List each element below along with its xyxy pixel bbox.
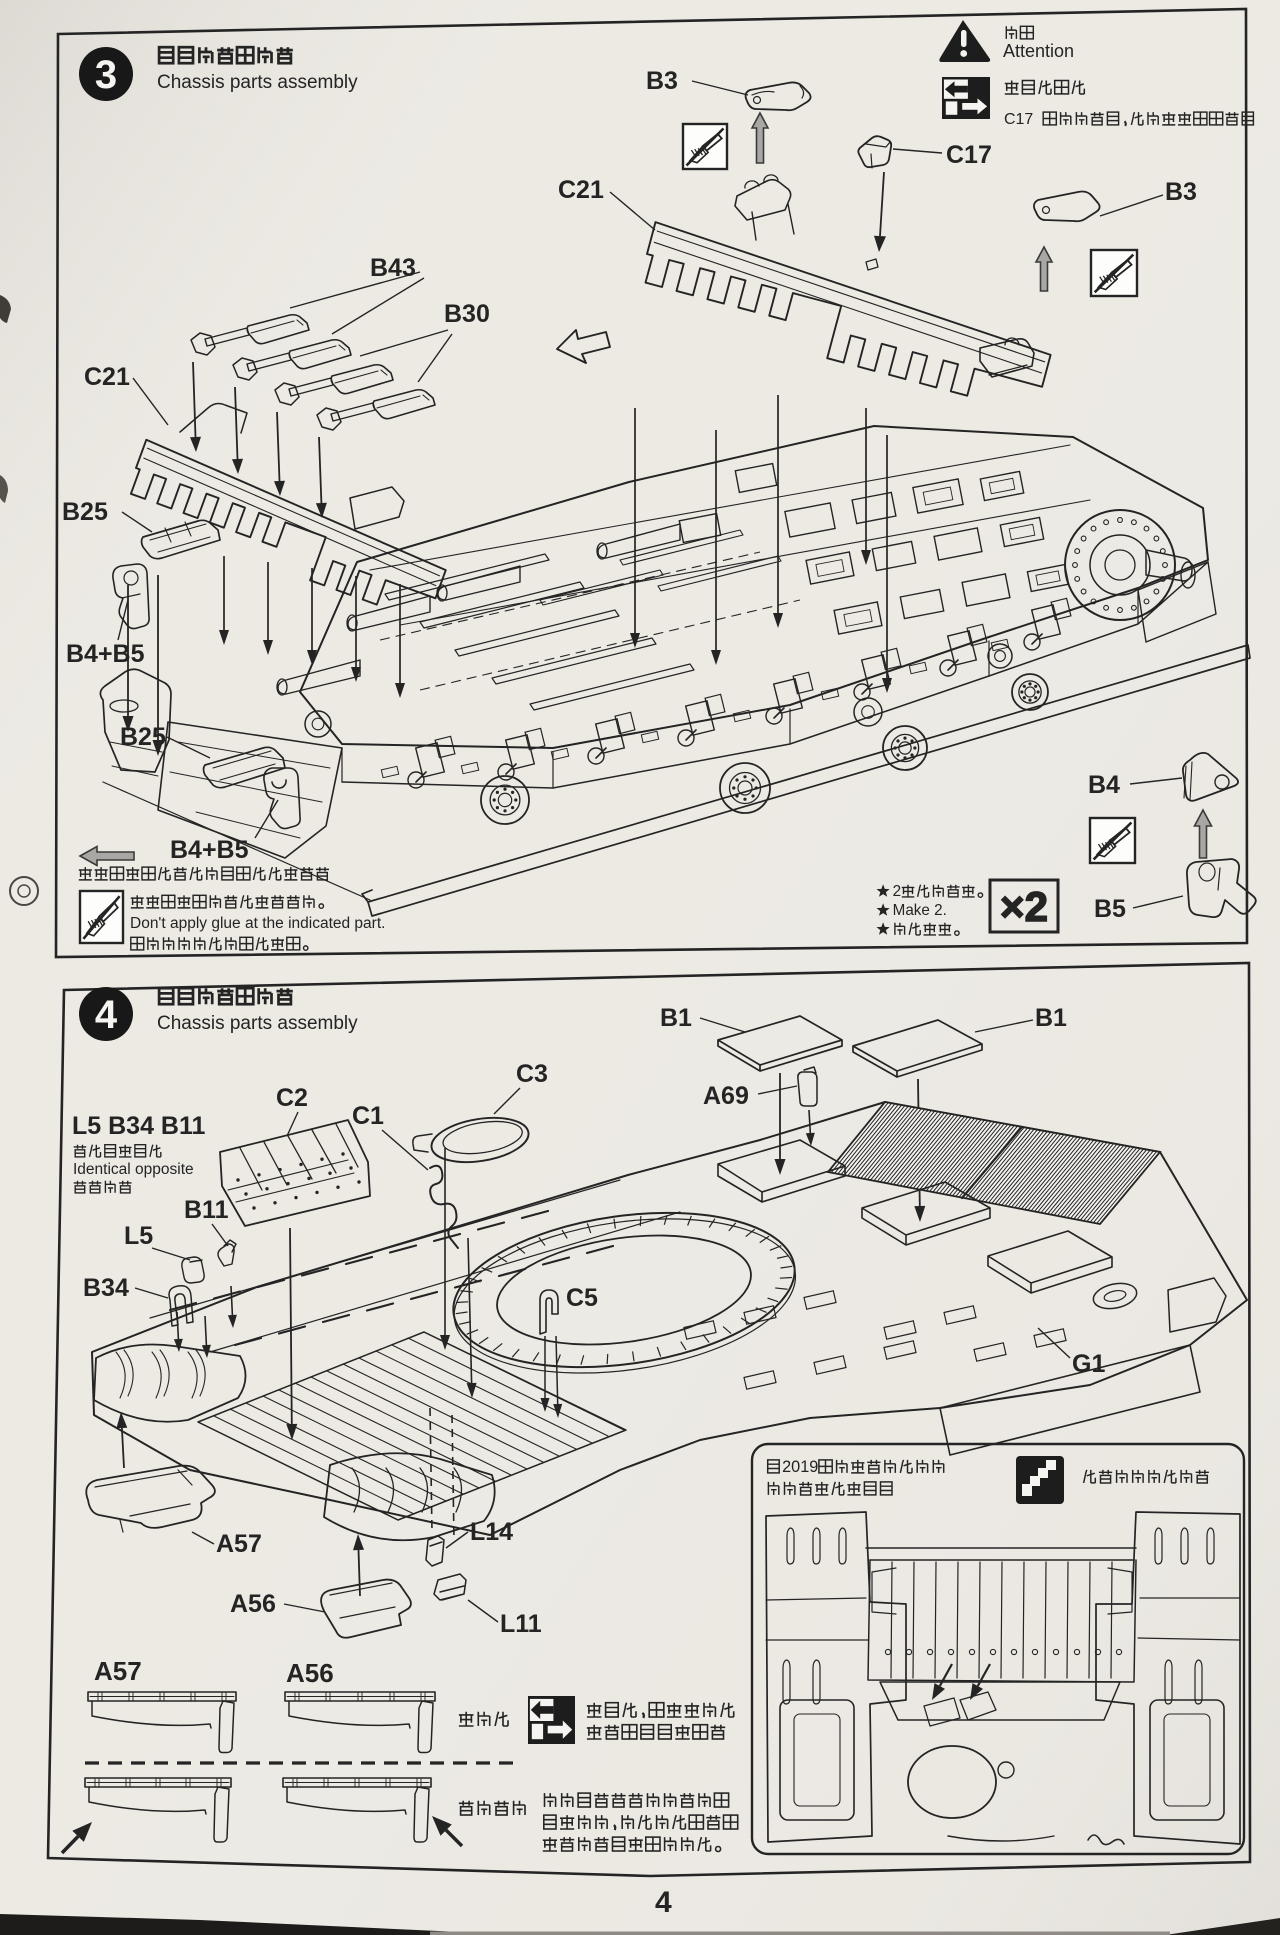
svg-text:A56: A56 bbox=[286, 1658, 334, 1688]
svg-text:B4+B5: B4+B5 bbox=[66, 640, 145, 668]
svg-text:B25: B25 bbox=[120, 723, 166, 751]
svg-text:3: 3 bbox=[95, 53, 117, 97]
svg-text:A56: A56 bbox=[230, 1590, 276, 1618]
svg-text:B1: B1 bbox=[660, 1004, 692, 1032]
svg-text:B34: B34 bbox=[83, 1274, 129, 1302]
svg-text:B25: B25 bbox=[62, 498, 108, 526]
svg-text:B4: B4 bbox=[1088, 771, 1120, 799]
svg-text:4: 4 bbox=[655, 1886, 672, 1919]
svg-text:B1: B1 bbox=[1035, 1004, 1067, 1032]
svg-text:B43: B43 bbox=[370, 254, 416, 282]
svg-text:B3: B3 bbox=[646, 67, 678, 95]
svg-text:B11: B11 bbox=[184, 1196, 229, 1224]
svg-text:L11: L11 bbox=[500, 1610, 542, 1638]
svg-text:A57: A57 bbox=[216, 1530, 262, 1558]
svg-text:4: 4 bbox=[95, 993, 118, 1037]
svg-text:Attention: Attention bbox=[1003, 41, 1074, 61]
svg-text:L14: L14 bbox=[470, 1518, 513, 1546]
svg-text:B5: B5 bbox=[1094, 895, 1126, 923]
svg-text:C3: C3 bbox=[516, 1060, 548, 1088]
svg-text:L5 B34 B11: L5 B34 B11 bbox=[72, 1112, 206, 1140]
svg-text:Chassis parts assembly: Chassis parts assembly bbox=[157, 1013, 358, 1034]
svg-text:2: 2 bbox=[893, 883, 901, 900]
svg-text:B3: B3 bbox=[1165, 178, 1197, 206]
svg-text:C17: C17 bbox=[946, 141, 992, 169]
svg-text:2019: 2019 bbox=[782, 1458, 818, 1476]
svg-text:B30: B30 bbox=[444, 300, 490, 328]
svg-text:Chassis parts assembly: Chassis parts assembly bbox=[157, 72, 358, 93]
svg-text:C21: C21 bbox=[84, 363, 130, 391]
svg-text:Identical opposite: Identical opposite bbox=[73, 1161, 194, 1178]
svg-text:Make 2.: Make 2. bbox=[893, 902, 947, 919]
svg-text:C1: C1 bbox=[352, 1102, 384, 1130]
svg-text:C21: C21 bbox=[558, 176, 604, 204]
svg-text:×2: ×2 bbox=[1000, 883, 1048, 930]
svg-text:C5: C5 bbox=[566, 1284, 598, 1312]
svg-text:C2: C2 bbox=[276, 1084, 308, 1112]
svg-text:A57: A57 bbox=[94, 1656, 142, 1686]
svg-text:A69: A69 bbox=[703, 1082, 749, 1110]
svg-text:C17: C17 bbox=[1004, 111, 1033, 128]
svg-text:Don't apply glue at the indica: Don't apply glue at the indicated part. bbox=[130, 915, 385, 932]
svg-text:L5: L5 bbox=[124, 1222, 153, 1250]
